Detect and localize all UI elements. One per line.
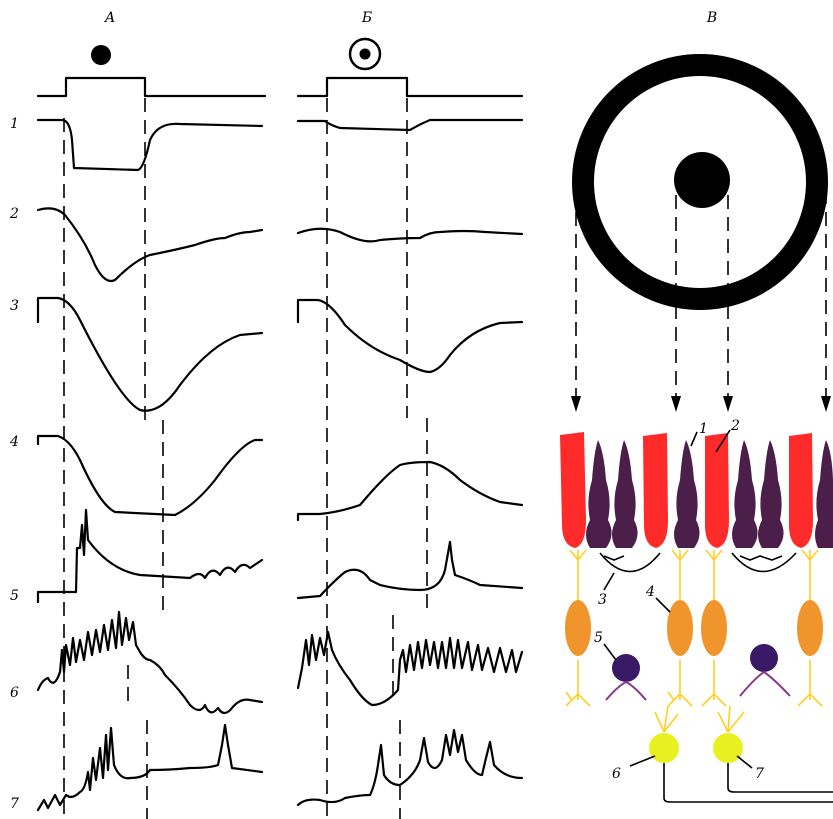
trace-row-labels: 1 2 3 4 5 6 7 xyxy=(9,116,19,812)
bipolar-cells xyxy=(565,549,823,707)
trace-b-4 xyxy=(296,460,524,522)
cell-label-1: 1 xyxy=(699,421,708,437)
trace-a-2 xyxy=(36,207,264,283)
ganglion-cell-6 xyxy=(649,733,679,763)
trace-a-4 xyxy=(36,434,264,517)
row-label-2: 2 xyxy=(9,206,19,222)
ganglion-cell-7 xyxy=(713,733,743,763)
cell-label-2: 2 xyxy=(730,418,740,434)
annulus-icon xyxy=(348,37,382,71)
horizontal-cells xyxy=(599,552,797,591)
bipolar-cell-4 xyxy=(667,600,693,656)
ring-target-icon xyxy=(572,54,828,310)
cell-label-4: 4 xyxy=(645,584,655,600)
projection-arrows xyxy=(571,190,831,412)
cell-label-6: 6 xyxy=(612,766,621,782)
receptor-1 xyxy=(674,440,700,548)
trace-a-6 xyxy=(36,610,264,715)
row-label-3: 3 xyxy=(10,298,19,314)
column-title-c: В xyxy=(706,10,717,26)
column-a-traces xyxy=(36,76,267,812)
amacrine-cells xyxy=(605,644,791,701)
trace-b-7 xyxy=(296,728,524,807)
row-label-4: 4 xyxy=(9,434,19,450)
trace-a-5 xyxy=(36,508,264,604)
photoreceptor-layer xyxy=(560,432,833,548)
stimulus-marker-b xyxy=(296,76,524,98)
trace-b-2 xyxy=(296,227,524,243)
row-label-1: 1 xyxy=(10,116,19,132)
trace-b-3 xyxy=(296,298,524,374)
ganglion-cells xyxy=(649,705,833,803)
trace-a-7 xyxy=(36,723,264,812)
timing-dashed-lines xyxy=(63,98,428,819)
column-title-a: А xyxy=(104,10,116,26)
trace-a-1 xyxy=(36,118,264,172)
trace-b-6 xyxy=(296,630,524,707)
column-title-b: Б xyxy=(361,10,372,26)
trace-a-3 xyxy=(36,296,264,412)
stimulus-marker-a xyxy=(36,76,267,98)
cell-label-7: 7 xyxy=(755,766,764,782)
cell-label-5: 5 xyxy=(594,630,603,646)
cell-labels: 1 2 3 4 5 6 7 xyxy=(594,418,764,782)
trace-b-1 xyxy=(296,118,524,132)
receptor-2 xyxy=(560,432,586,548)
amacrine-cell-5 xyxy=(612,654,640,682)
spot-icon xyxy=(91,45,111,65)
trace-b-5 xyxy=(296,540,524,600)
cell-label-3: 3 xyxy=(598,592,607,608)
row-label-6: 6 xyxy=(10,685,19,701)
row-label-5: 5 xyxy=(10,588,19,604)
row-label-7: 7 xyxy=(10,796,19,812)
column-b-traces xyxy=(296,76,524,807)
